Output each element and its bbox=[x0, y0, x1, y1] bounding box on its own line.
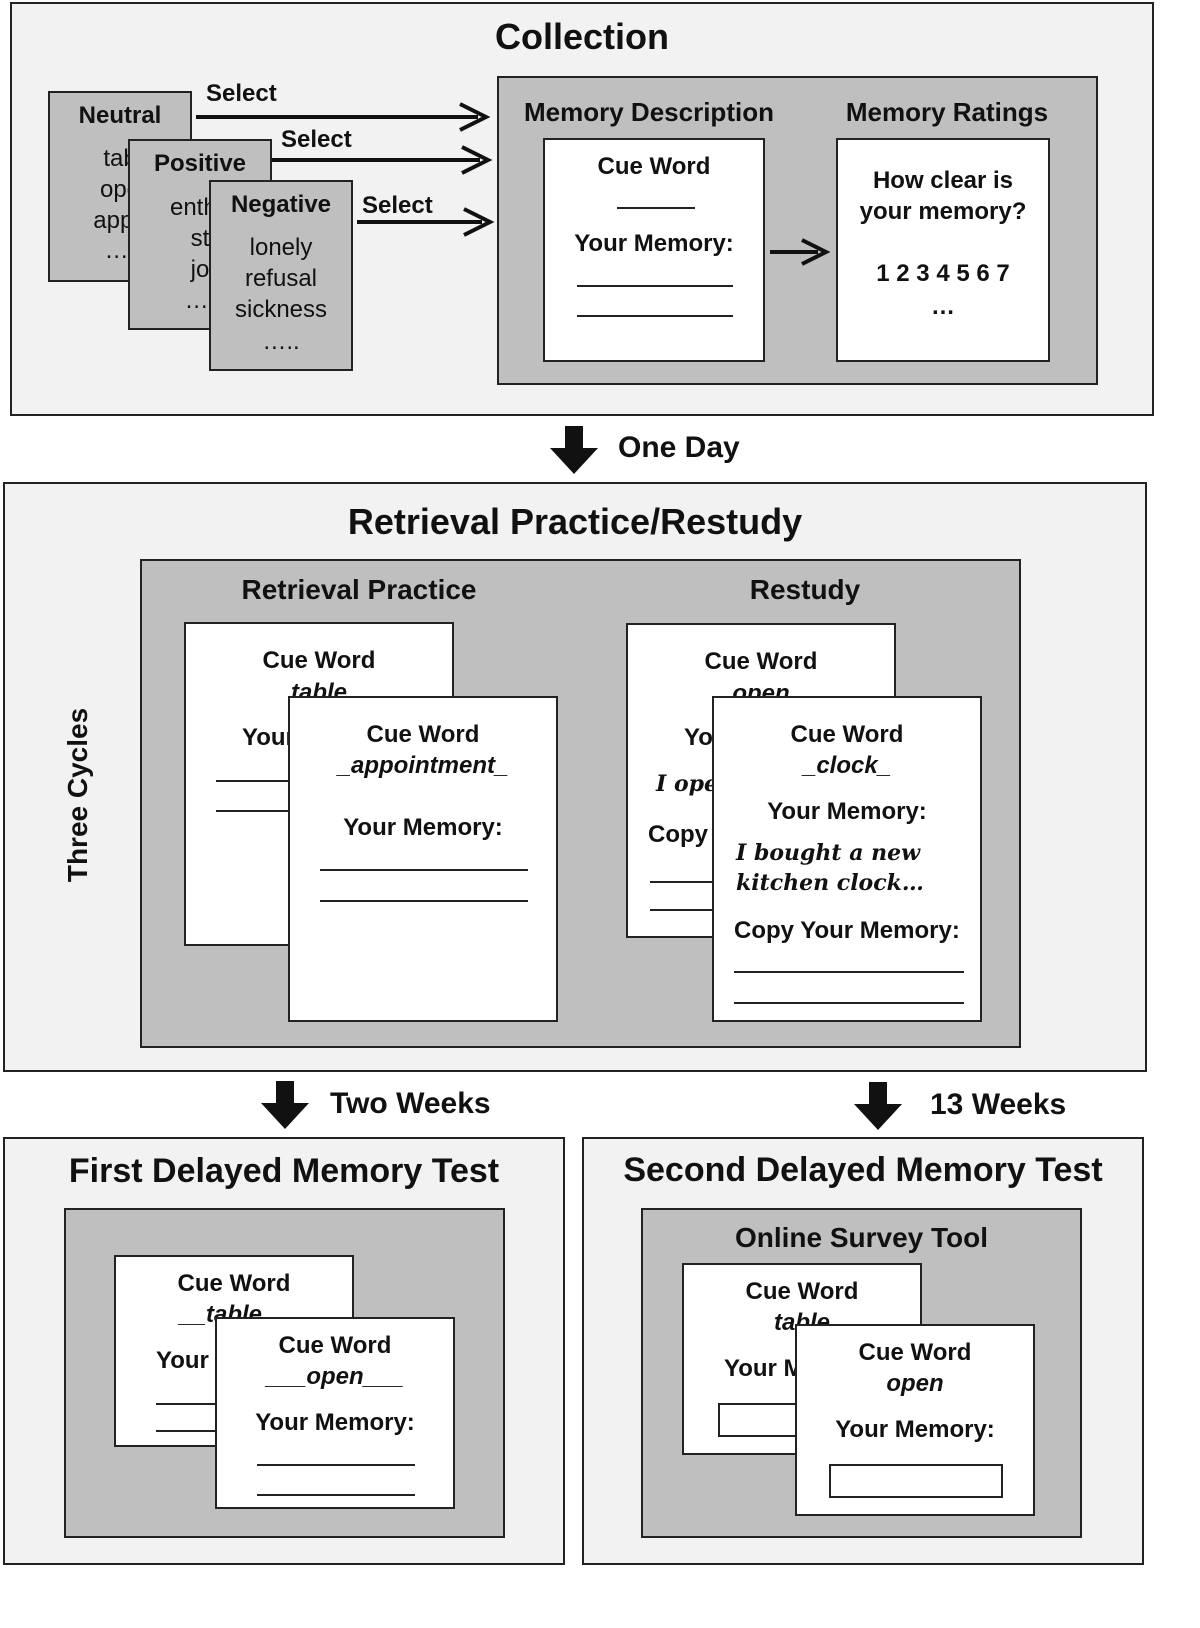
negative-label: Negative bbox=[230, 191, 332, 218]
negative-word: ….. bbox=[262, 328, 300, 355]
your-memory-label: Your Memory: bbox=[767, 798, 927, 825]
positive-word: jo bbox=[190, 256, 210, 283]
handwritten-memory: I bought a new bbox=[736, 840, 921, 866]
positive-label: Positive bbox=[153, 150, 247, 177]
clarity-question: How clear is bbox=[872, 167, 1014, 194]
memory-answer-line bbox=[156, 1430, 226, 1432]
memory-answer-line bbox=[650, 881, 730, 883]
cue-word-label: Cue Word bbox=[597, 153, 711, 180]
memory-ratings-title: Memory Ratings bbox=[845, 97, 1049, 127]
memory-answer-line bbox=[257, 1494, 415, 1496]
cue-word-value: _clock_ bbox=[802, 752, 892, 779]
one-day-label: One Day bbox=[618, 431, 740, 464]
memory-answer-line bbox=[577, 315, 733, 317]
cue-word-value: ___open___ bbox=[266, 1363, 404, 1390]
copy-memory-label: Copy Your Memory: bbox=[734, 917, 960, 944]
first-test-title: First Delayed Memory Test bbox=[68, 1152, 500, 1190]
negative-word: lonely bbox=[249, 234, 313, 261]
cue-word-value: _appointment_ bbox=[337, 752, 509, 779]
your-memory-label: Your Memory: bbox=[343, 814, 503, 841]
your-memory-partial: Your M bbox=[724, 1355, 804, 1382]
second-test-front-card: Cue Word open Your Memory: bbox=[795, 1324, 1035, 1516]
memory-answer-line bbox=[734, 1002, 964, 1004]
memory-description-title: Memory Description bbox=[524, 97, 774, 127]
positive-word: st bbox=[190, 225, 210, 252]
select-label-neutral: Select bbox=[206, 80, 277, 107]
restudy-title: Restudy bbox=[749, 574, 861, 605]
your-memory-label: Your Memory: bbox=[255, 1409, 415, 1436]
your-memory-partial: Your bbox=[242, 724, 295, 751]
select-label-negative: Select bbox=[362, 192, 433, 219]
rating-scale-more: … bbox=[931, 293, 955, 320]
first-test-front-card: Cue Word ___open___ Your Memory: bbox=[215, 1317, 455, 1509]
memory-answer-line bbox=[156, 1403, 226, 1405]
memory-ratings-card: How clear is your memory? 1 2 3 4 5 6 7 … bbox=[836, 138, 1050, 362]
select-label-positive: Select bbox=[281, 126, 352, 153]
retrieval-front-card: Cue Word _appointment_ Your Memory: bbox=[288, 696, 558, 1022]
second-test-title: Second Delayed Memory Test bbox=[623, 1151, 1103, 1189]
your-memory-partial: Your I bbox=[156, 1347, 223, 1374]
cue-word-label: Cue Word bbox=[262, 647, 376, 674]
memory-answer-line bbox=[734, 971, 964, 973]
memory-text-field bbox=[829, 1464, 1003, 1498]
your-memory-label: Your Memory: bbox=[574, 230, 734, 257]
negative-word: refusal bbox=[244, 265, 318, 292]
memory-answer-line bbox=[216, 780, 296, 782]
handwritten-memory: kitchen clock… bbox=[736, 870, 924, 896]
memory-text-field bbox=[718, 1403, 798, 1437]
memory-answer-line bbox=[577, 285, 733, 287]
memory-description-card: Cue Word Your Memory: bbox=[543, 138, 765, 362]
memory-answer-line bbox=[216, 810, 296, 812]
two-weeks-label: Two Weeks bbox=[330, 1087, 491, 1120]
online-survey-tool-title: Online Survey Tool bbox=[734, 1222, 989, 1253]
cue-word-value: open bbox=[886, 1370, 944, 1397]
memory-answer-line bbox=[257, 1464, 415, 1466]
your-memory-partial: Yo bbox=[684, 724, 713, 751]
memory-answer-line bbox=[650, 909, 730, 911]
negative-word: sickness bbox=[234, 296, 328, 323]
clarity-question: your memory? bbox=[859, 198, 1027, 225]
cue-word-label: Cue Word bbox=[704, 648, 818, 675]
cue-word-label: Cue Word bbox=[177, 1270, 291, 1297]
cue-word-label: Cue Word bbox=[858, 1339, 972, 1366]
neutral-label: Neutral bbox=[78, 102, 162, 129]
memory-answer-line bbox=[320, 869, 528, 871]
cue-word-label: Cue Word bbox=[790, 721, 904, 748]
thirteen-weeks-label: 13 Weeks bbox=[930, 1088, 1067, 1121]
cue-word-label: Cue Word bbox=[278, 1332, 392, 1359]
cue-word-label: Cue Word bbox=[745, 1278, 859, 1305]
retrieval-practice-title: Retrieval Practice bbox=[241, 574, 477, 605]
memory-answer-line bbox=[320, 900, 528, 902]
negative-card: Negative lonely refusal sickness ….. bbox=[209, 180, 353, 371]
restudy-front-card: Cue Word _clock_ Your Memory: I bought a… bbox=[712, 696, 982, 1022]
cue-word-line bbox=[617, 207, 695, 209]
your-memory-label: Your Memory: bbox=[835, 1416, 995, 1443]
retrieval-title: Retrieval Practice/Restudy bbox=[347, 501, 803, 542]
cue-word-label: Cue Word bbox=[366, 721, 480, 748]
handwritten-memory: I ope bbox=[656, 771, 719, 797]
collection-title: Collection bbox=[494, 16, 669, 57]
rating-scale: 1 2 3 4 5 6 7 bbox=[876, 260, 1010, 287]
